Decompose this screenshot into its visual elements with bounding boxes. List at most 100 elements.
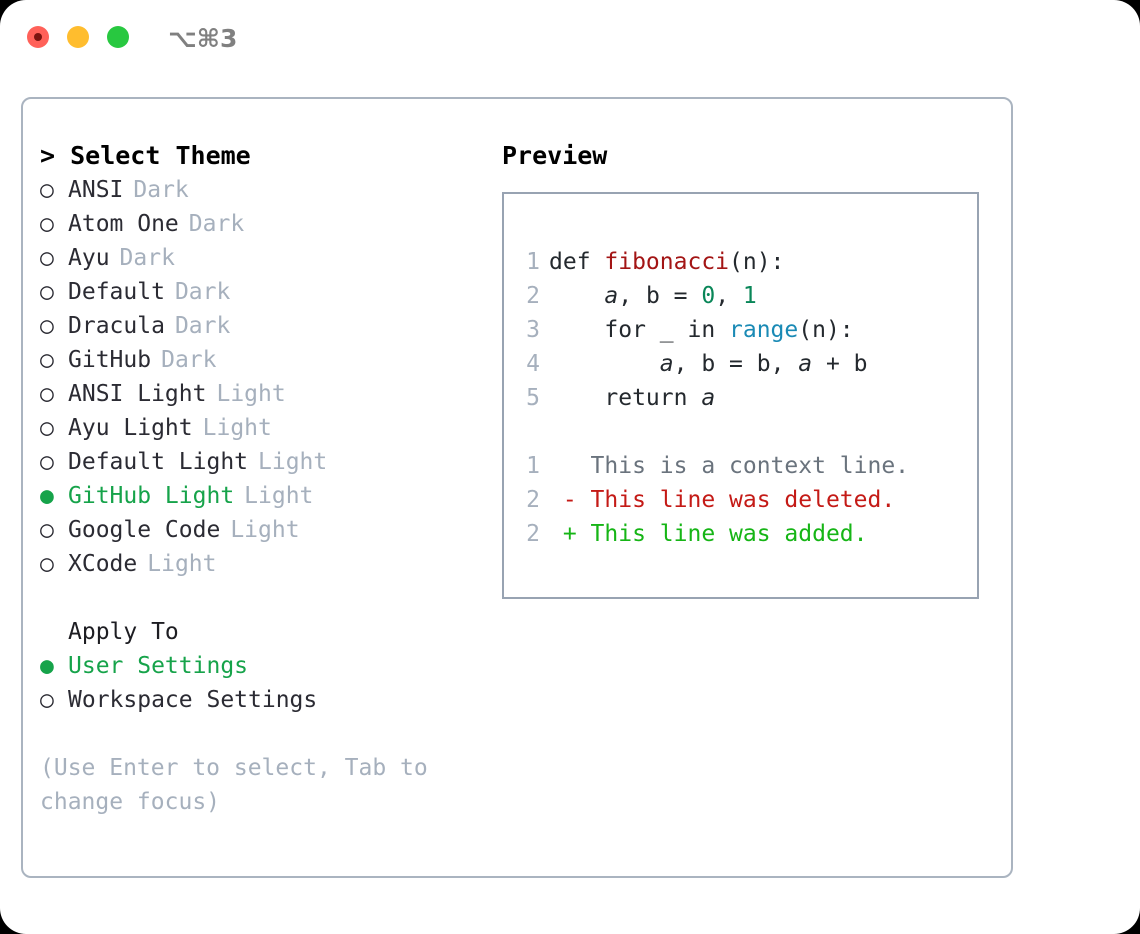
code-token: def (549, 249, 605, 275)
radio-unselected-icon: ○ (40, 687, 54, 713)
radio-selected-icon: ● (40, 483, 54, 509)
preview-title: Preview (502, 141, 608, 170)
theme-option-category: Dark (174, 279, 231, 305)
code-token: (n): (798, 317, 854, 343)
apply-to-option-user-settings[interactable]: ●User Settings (40, 649, 490, 683)
maximize-window-button[interactable] (107, 26, 129, 48)
diff-marker (549, 453, 591, 479)
theme-option-name: XCode (68, 551, 138, 577)
line-number: 3 (526, 317, 540, 343)
line-number: 2 (526, 521, 540, 547)
theme-option-name: Atom One (68, 211, 179, 237)
code-token: b (645, 283, 660, 309)
line-number: 2 (526, 283, 540, 309)
radio-unselected-icon: ○ (40, 279, 54, 305)
code-token: for _ in (549, 317, 730, 343)
code-token (549, 283, 604, 309)
theme-option-name: GitHub Light (68, 483, 235, 509)
theme-option-category: Dark (161, 347, 217, 373)
code-token: range (729, 317, 799, 343)
code-line: 2 a, b = 0, 1 (518, 279, 909, 313)
code-line: 1 def fibonacci(n): (518, 245, 909, 279)
radio-unselected-icon: ○ (40, 211, 54, 237)
section-spacer (40, 581, 490, 615)
select-theme-header: > Select Theme (40, 141, 251, 170)
radio-unselected-icon: ○ (40, 313, 54, 339)
diff-text: This line was deleted. (590, 487, 896, 513)
theme-option-category: Light (230, 517, 300, 543)
diff-marker: + (549, 521, 591, 547)
theme-option-category: Dark (174, 313, 231, 339)
code-token: fibonacci (604, 249, 730, 275)
theme-option-category: Light (202, 415, 272, 441)
theme-option-name: GitHub (68, 347, 152, 373)
diff-line-added: 2 + This line was added. (518, 517, 909, 551)
code-token: , b = b, (673, 351, 799, 377)
theme-option-github-light[interactable]: ● GitHub Light Light (40, 479, 490, 513)
code-token: = (659, 283, 702, 309)
code-line: 5 return a (518, 381, 909, 415)
code-line: 3 for _ in range(n): (518, 313, 909, 347)
apply-to-header: Apply To (68, 619, 179, 645)
theme-option-github[interactable]: ○ GitHub Dark (40, 343, 490, 377)
theme-option-atom-one[interactable]: ○ Atom One Dark (40, 207, 490, 241)
line-number: 2 (526, 487, 540, 513)
theme-option-name: Default Light (68, 449, 249, 475)
title-bar: ⌥⌘3 (0, 0, 1140, 78)
code-token: , (715, 283, 743, 309)
radio-unselected-icon: ○ (40, 177, 54, 203)
radio-unselected-icon: ○ (40, 381, 54, 407)
line-number: 1 (526, 453, 540, 479)
diff-line-content: + This line was added. (549, 521, 868, 547)
keyboard-shortcut-label: ⌥⌘3 (168, 24, 238, 53)
close-window-button[interactable] (27, 26, 49, 48)
apply-to-option-workspace-settings[interactable]: ○Workspace Settings (40, 683, 490, 717)
code-token (549, 351, 660, 377)
code-token: a (798, 351, 813, 377)
theme-option-name: ANSI Light (68, 381, 207, 407)
minimize-window-button[interactable] (67, 26, 89, 48)
code-token: a (604, 283, 619, 309)
line-number: 5 (526, 385, 540, 411)
theme-option-name: Google Code (68, 517, 221, 543)
theme-option-name: Ayu Light (68, 415, 193, 441)
diff-marker: - (549, 487, 591, 513)
diff-line-context: 1 This is a context line. (518, 449, 909, 483)
theme-option-category: Light (244, 483, 314, 509)
radio-unselected-icon: ○ (40, 245, 54, 271)
diff-text: This line was added. (590, 521, 868, 547)
code-token: 1 (742, 283, 757, 309)
apply-to-option-list: ●User Settings○Workspace Settings (40, 649, 490, 717)
code-token: return (549, 385, 702, 411)
code-token: a (701, 385, 716, 411)
theme-option-category: Dark (188, 211, 245, 237)
diff-line-content: - This line was deleted. (549, 487, 895, 513)
radio-unselected-icon: ○ (40, 449, 54, 475)
line-number: 4 (526, 351, 540, 377)
code-token: (n): (729, 249, 785, 275)
line-number: 1 (526, 249, 540, 275)
radio-unselected-icon: ○ (40, 347, 54, 373)
diff-line-content: This is a context line. (549, 453, 910, 479)
theme-option-google-code[interactable]: ○ Google Code Light (40, 513, 490, 547)
radio-unselected-icon: ○ (40, 551, 54, 577)
theme-option-category: Light (147, 551, 217, 577)
theme-option-category: Dark (133, 177, 189, 203)
theme-option-xcode[interactable]: ○ XCode Light (40, 547, 490, 581)
radio-selected-icon: ● (40, 653, 54, 679)
radio-unselected-icon: ○ (40, 517, 54, 543)
